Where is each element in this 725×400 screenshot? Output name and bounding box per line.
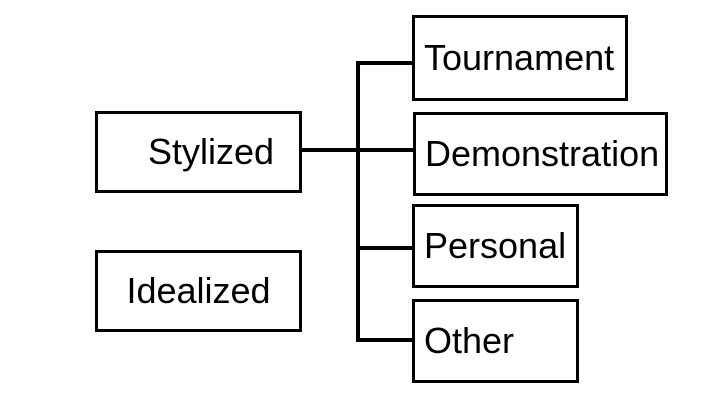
node-stylized: Stylized <box>95 111 302 193</box>
node-idealized: Idealized <box>95 250 302 332</box>
connector-branch-tournament <box>356 61 413 65</box>
node-personal: Personal <box>412 204 579 288</box>
node-personal-label: Personal <box>424 225 567 266</box>
node-demonstration: Demonstration <box>413 112 668 196</box>
connector-branch-other <box>356 338 413 342</box>
node-other-label: Other <box>424 320 515 361</box>
node-other: Other <box>412 299 579 383</box>
node-stylized-label: Stylized <box>147 131 275 172</box>
node-idealized-label: Idealized <box>126 270 271 311</box>
connector-trunk <box>356 61 360 342</box>
node-tournament-label: Tournament <box>424 37 615 78</box>
connector-branch-personal <box>356 246 413 250</box>
node-demonstration-label: Demonstration <box>425 133 660 174</box>
node-tournament: Tournament <box>412 15 628 101</box>
